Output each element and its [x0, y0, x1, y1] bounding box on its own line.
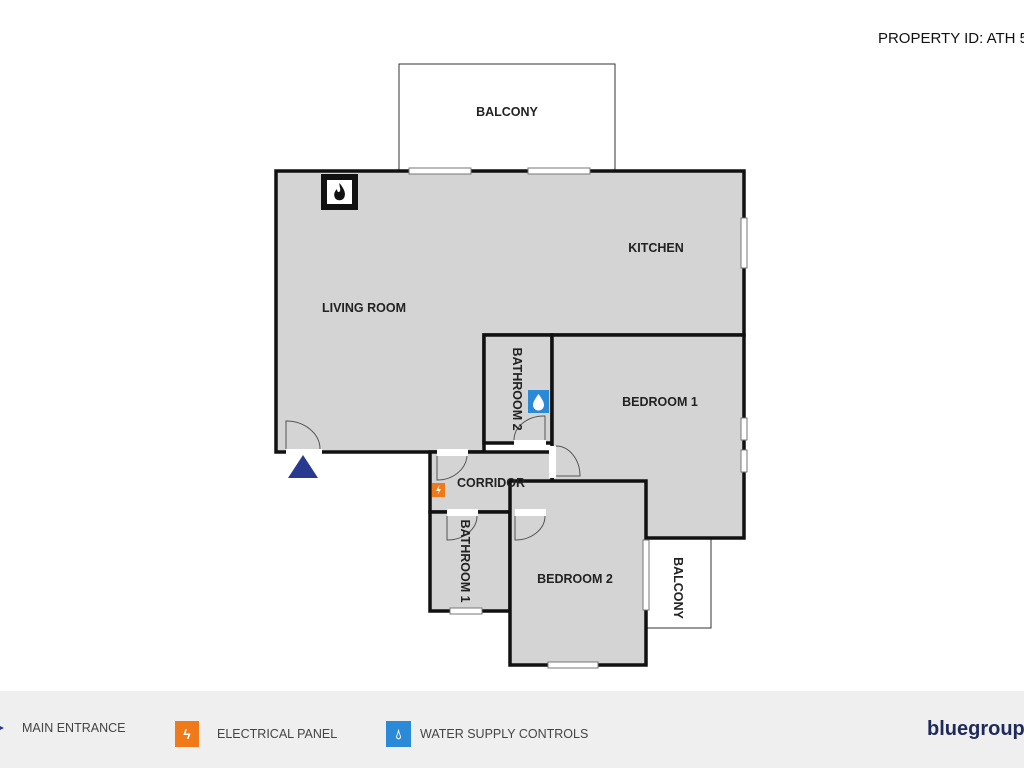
entrance-arrow-icon: [0, 722, 4, 734]
label-bedroom-1: BEDROOM 1: [622, 395, 698, 409]
label-bathroom-2: BATHROOM 2: [510, 347, 524, 430]
lightning-icon: ϟ: [175, 721, 199, 747]
legend-main-entrance: MAIN ENTRANCE: [0, 721, 125, 735]
balcony-top: [398, 63, 616, 172]
legend-electrical-panel: ϟ ELECTRICAL PANEL: [175, 721, 337, 747]
lightning-icon: [432, 483, 445, 497]
label-kitchen: KITCHEN: [628, 241, 684, 255]
label-corridor: CORRIDOR: [457, 476, 525, 490]
legend-label: ELECTRICAL PANEL: [217, 727, 338, 741]
label-living-room: LIVING ROOM: [322, 301, 406, 315]
bathroom-2: [482, 333, 554, 445]
balcony-right: [645, 537, 712, 629]
logo: bluegroup: [927, 718, 1024, 740]
label-balcony-top: BALCONY: [476, 105, 538, 119]
fireplace-icon: [321, 174, 358, 210]
entrance-triangle-icon: [288, 455, 318, 478]
property-id: PROPERTY ID: ATH 5: [877, 30, 1024, 47]
legend: MAIN ENTRANCE ϟ ELECTRICAL PANEL 💧︎ WATE…: [0, 691, 1024, 768]
label-bathroom-1: BATHROOM 1: [458, 519, 472, 602]
label-bedroom-2: BEDROOM 2: [537, 572, 613, 586]
label-balcony-right: BALCONY: [671, 557, 685, 619]
water-drop-icon: 💧︎: [386, 721, 411, 747]
legend-label: MAIN ENTRANCE: [22, 721, 126, 735]
legend-water-supply: 💧︎ WATER SUPPLY CONTROLS: [386, 721, 588, 747]
water-drop-icon: [528, 390, 549, 413]
floor-plan: BALCONY KITCHEN LIVING ROOM BATHROOM 2 B…: [274, 63, 748, 669]
legend-label: WATER SUPPLY CONTROLS: [420, 727, 589, 741]
